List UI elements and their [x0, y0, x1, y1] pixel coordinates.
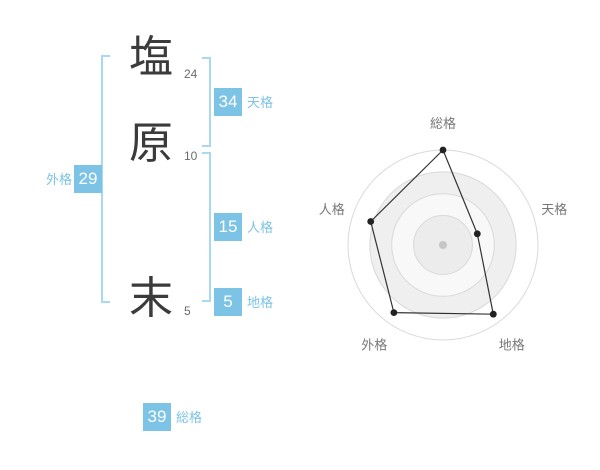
radar-axis-label: 天格 — [541, 202, 567, 217]
gaikaku-label: 外格 — [45, 172, 72, 187]
tenkaku-value-badge: 34 — [214, 88, 242, 116]
radar-data-point — [473, 230, 481, 238]
gaikaku-bracket — [101, 55, 110, 303]
radar-axis-label: 地格 — [499, 338, 525, 353]
stroke-count-2: 10 — [184, 149, 198, 163]
name-char-3: 末 — [129, 274, 173, 323]
stroke-count-1: 24 — [184, 67, 198, 81]
radar-axis-label: 総格 — [430, 116, 456, 131]
radar-data-polygon — [370, 148, 495, 315]
chikaku-value-badge: 5 — [214, 288, 242, 316]
jinkaku-bracket — [202, 152, 211, 302]
tenkaku-label: 天格 — [247, 95, 274, 110]
radar-data-point — [439, 146, 447, 154]
jinkaku-label: 人格 — [247, 220, 274, 235]
gaikaku-value-badge: 29 — [74, 165, 102, 193]
stroke-count-3: 5 — [184, 304, 191, 318]
radar-data-point — [489, 310, 497, 318]
radar-data-point — [367, 218, 375, 225]
soukaku-label: 総格 — [176, 410, 203, 425]
soukaku-value-badge: 39 — [143, 403, 171, 431]
radar-data-point — [390, 309, 398, 316]
radar-chart: 総格天格地格 外格 人格 — [310, 110, 580, 380]
radar-center-dot — [439, 241, 447, 249]
name-char-2: 原 — [129, 119, 173, 168]
radar-axis-label: 人格 — [319, 202, 345, 217]
jinkaku-value-badge: 15 — [214, 213, 242, 241]
radar-axis-label: 外格 — [361, 338, 387, 353]
chikaku-label: 地格 — [247, 295, 274, 310]
name-char-1: 塩 — [129, 33, 173, 82]
tenkaku-bracket — [202, 57, 211, 147]
